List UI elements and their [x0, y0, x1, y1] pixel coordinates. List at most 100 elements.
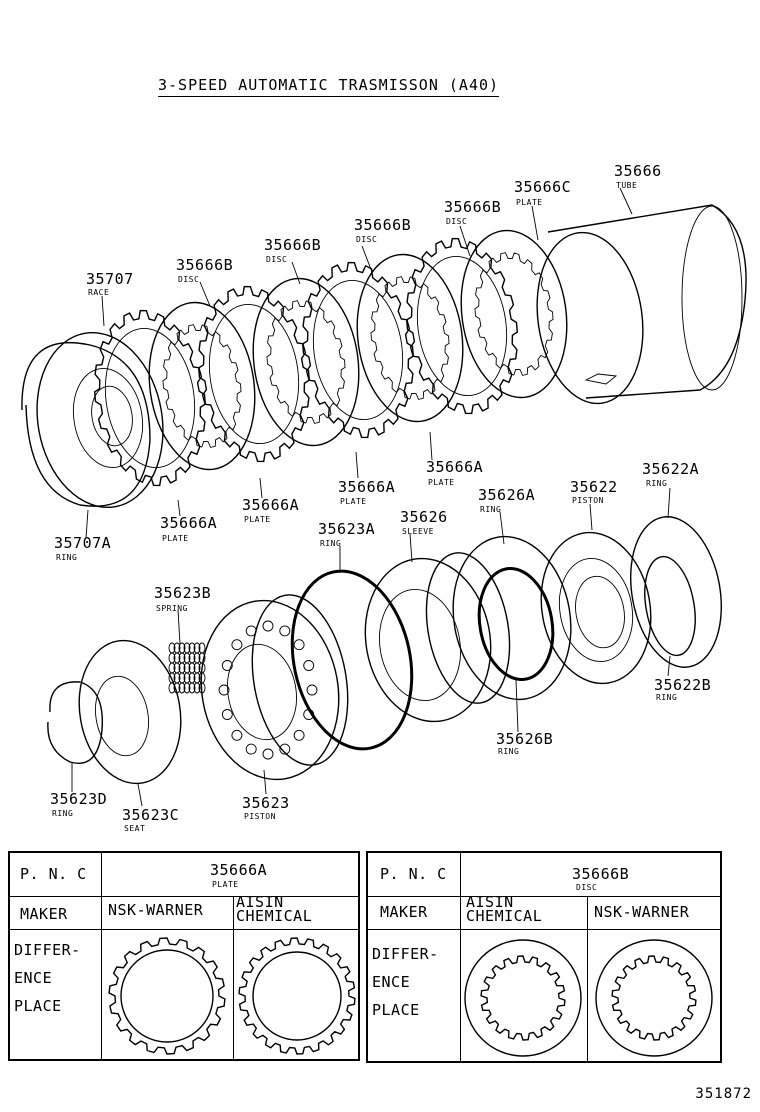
- part-name-label: PLATE: [428, 478, 455, 487]
- part-name-label: SLEEVE: [402, 527, 434, 536]
- part-name-label: RING: [480, 505, 502, 514]
- part-number-label: 35707: [86, 270, 134, 288]
- maker-name: AISIN CHEMICAL: [236, 893, 313, 926]
- return-spring: [168, 652, 206, 664]
- part-number-label: 35622A: [642, 460, 700, 478]
- disc-outline-nsk-warner: [595, 939, 713, 1057]
- diagram-title: 3-SPEED AUTOMATIC TRASMISSON (A40): [158, 76, 500, 97]
- outer-teeth-outline: [108, 937, 226, 1055]
- piston-hole: [279, 625, 291, 637]
- piston-hole: [306, 684, 318, 696]
- part-number-label: 35622: [570, 478, 618, 496]
- outer-edge: [595, 939, 713, 1057]
- maker-label: MAKER: [20, 905, 68, 923]
- part-number-label: 35623B: [154, 584, 212, 602]
- snap-ring-35707a: [21, 341, 151, 507]
- piston-hole: [303, 709, 315, 720]
- piston-hole: [245, 743, 257, 755]
- difference-table-plate: P. N. C 35666A PLATE MAKER NSK-WARNER AI…: [8, 851, 360, 1061]
- inner-edge: [252, 951, 342, 1041]
- part-name-label: SPRING: [156, 604, 188, 613]
- clutch-plate: [197, 285, 311, 463]
- part-number-label: 35666A: [338, 478, 396, 496]
- part-name-label: PISTON: [244, 812, 276, 821]
- piston-35623: [200, 594, 349, 781]
- pnc-label: P. N. C: [380, 865, 447, 883]
- ring-35626b: [477, 566, 555, 682]
- part-number-label: 35623A: [318, 520, 376, 538]
- springs-35623b: [168, 642, 206, 694]
- piston-35622: [540, 531, 652, 685]
- piston-hole: [221, 709, 233, 720]
- part-name-label: RACE: [88, 288, 110, 297]
- disc-outline-aisin-chemical: [464, 939, 582, 1057]
- part-number-label: 35622B: [654, 676, 712, 694]
- part-number-label: 35666A: [242, 496, 300, 514]
- part-name-label: RING: [320, 539, 342, 548]
- pnc-value: 35666B: [572, 865, 630, 883]
- part-name-label: DISC: [178, 275, 200, 284]
- part-number-label: 35623D: [50, 790, 108, 808]
- return-spring: [168, 662, 206, 674]
- part-name-label: DISC: [266, 255, 288, 264]
- outer-teeth-outline: [238, 937, 356, 1055]
- maker-name: AISIN CHEMICAL: [466, 893, 543, 926]
- ring-35623a: [290, 569, 414, 751]
- inner-teeth-outline: [480, 955, 566, 1041]
- difference-table-disc: P. N. C 35666B DISC MAKER AISIN CHEMICAL…: [366, 851, 722, 1063]
- sleeve-35626: [364, 552, 511, 723]
- outer-edge: [464, 939, 582, 1057]
- piston-hole: [293, 729, 305, 741]
- piston-hole: [303, 660, 315, 671]
- part-name-label: PLATE: [340, 497, 367, 506]
- piston-hole: [293, 639, 305, 651]
- part-number-label: 35623C: [122, 806, 180, 824]
- pnc-value: 35666A: [210, 861, 268, 879]
- clutch-disc: [460, 229, 568, 399]
- clutch-pack: [93, 229, 568, 487]
- clutch-disc: [148, 301, 256, 471]
- maker-label: MAKER: [380, 903, 428, 921]
- piston-hole: [245, 625, 257, 637]
- piston-hole: [231, 639, 243, 651]
- part-number-label: 35626: [400, 508, 448, 526]
- piston-hole: [279, 743, 291, 755]
- pnc-sub: PLATE: [212, 880, 239, 889]
- part-name-label: PLATE: [516, 198, 543, 207]
- part-name-label: DISC: [356, 235, 378, 244]
- part-number-label: 35626A: [478, 486, 536, 504]
- exploded-view-drawing: [21, 187, 747, 807]
- clutch-plate: [93, 309, 207, 487]
- leader-lines: [71, 187, 671, 807]
- maker-name: NSK-WARNER: [108, 901, 204, 919]
- pnc-label: P. N. C: [20, 865, 87, 883]
- race-part: [36, 331, 164, 509]
- part-number-label: 35666B: [444, 198, 502, 216]
- plate-outline-nsk-warner: [108, 937, 226, 1055]
- piston-hole: [262, 748, 274, 760]
- maker-name: NSK-WARNER: [594, 903, 690, 921]
- tube-part: [536, 204, 747, 405]
- part-number-label: 35626B: [496, 730, 554, 748]
- piston-hole: [262, 620, 274, 632]
- clutch-plate: [301, 261, 415, 439]
- return-spring: [168, 682, 206, 694]
- document-id: 351872: [695, 1086, 752, 1102]
- inner-edge: [120, 949, 214, 1043]
- part-number-label: 35666B: [354, 216, 412, 234]
- difference-place-label: DIFFER- ENCE PLACE: [372, 945, 439, 1019]
- part-name-label: RING: [498, 747, 520, 756]
- part-name-label: RING: [656, 693, 678, 702]
- part-number-label: 35666B: [176, 256, 234, 274]
- clutch-plate: [405, 237, 519, 415]
- part-number-label: 35666: [614, 162, 662, 180]
- part-name-label: SEAT: [124, 824, 146, 833]
- ring-35626a: [452, 535, 572, 701]
- return-spring: [168, 642, 206, 654]
- part-name-label: DISC: [446, 217, 468, 226]
- pnc-sub: DISC: [576, 883, 598, 892]
- clutch-disc: [252, 277, 360, 447]
- clutch-disc: [356, 253, 464, 423]
- part-number-label: 35666A: [426, 458, 484, 476]
- part-number-label: 35707A: [54, 534, 112, 552]
